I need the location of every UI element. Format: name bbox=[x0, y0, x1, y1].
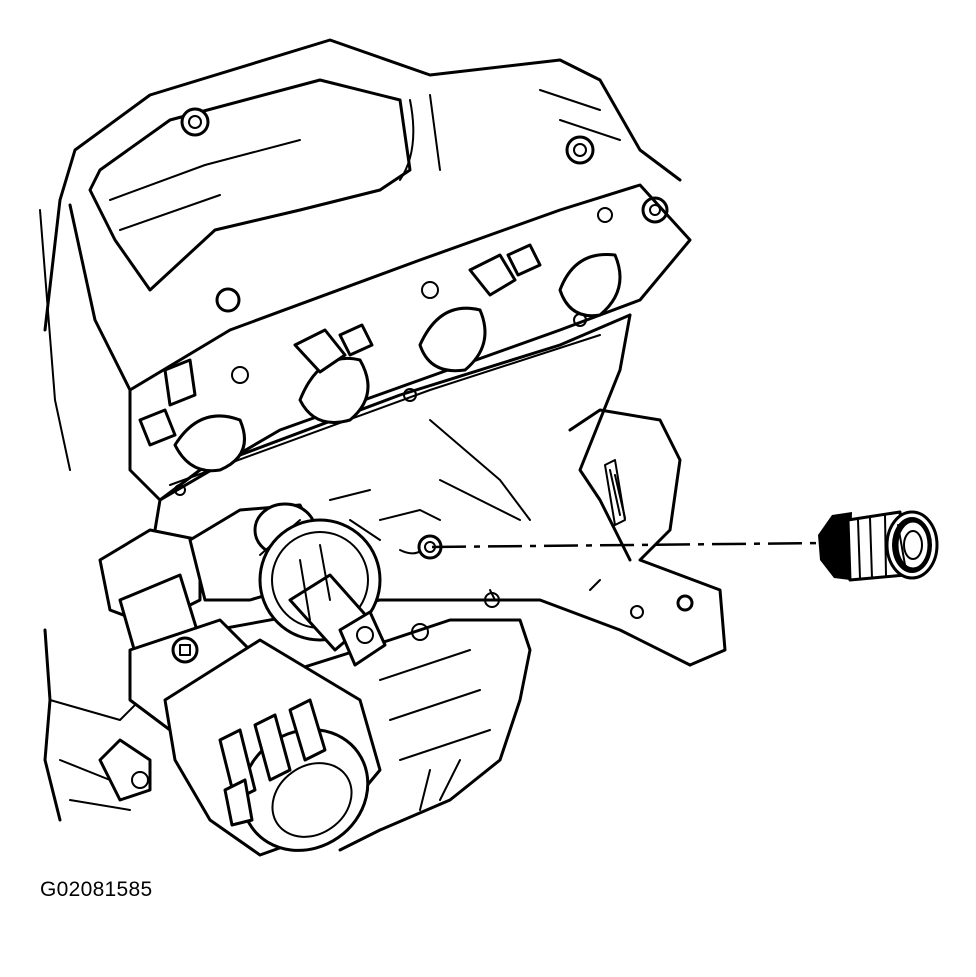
oil-pan bbox=[45, 620, 530, 850]
leader-line bbox=[432, 543, 828, 547]
valve-cover-bolts bbox=[182, 109, 667, 311]
oil-pressure-fitting bbox=[260, 520, 385, 665]
valve-cover bbox=[40, 40, 680, 470]
spark-plug-bosses bbox=[140, 245, 540, 445]
sensor-fitting-part bbox=[818, 512, 937, 580]
oil-filter bbox=[165, 640, 392, 875]
figure-id-label: G02081585 bbox=[40, 878, 153, 901]
cylinder-head bbox=[130, 185, 690, 500]
